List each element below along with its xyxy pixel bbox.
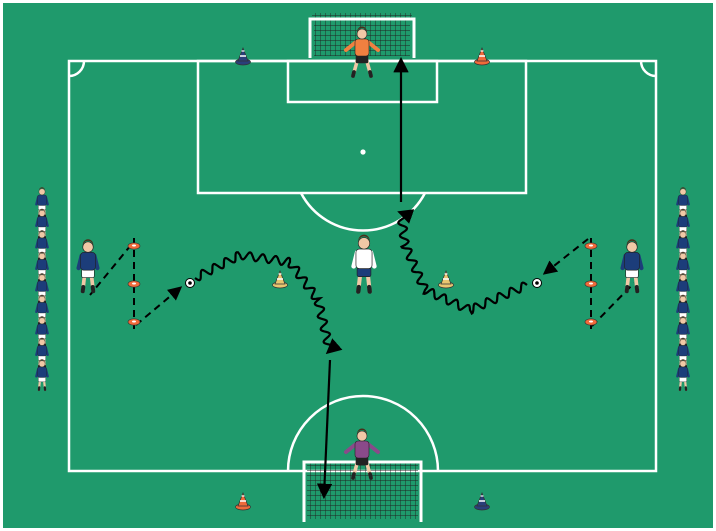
penalty-spot (360, 149, 365, 154)
bottom-goal (304, 462, 421, 522)
disc-marker-icon (128, 319, 140, 325)
disc-marker-icon (585, 281, 597, 287)
football-icon (186, 279, 195, 288)
football-icon (533, 279, 542, 288)
disc-marker-icon (128, 243, 140, 249)
disc-marker-icon (128, 281, 140, 287)
disc-marker-icon (585, 243, 597, 249)
disc-marker-icon (585, 319, 597, 325)
